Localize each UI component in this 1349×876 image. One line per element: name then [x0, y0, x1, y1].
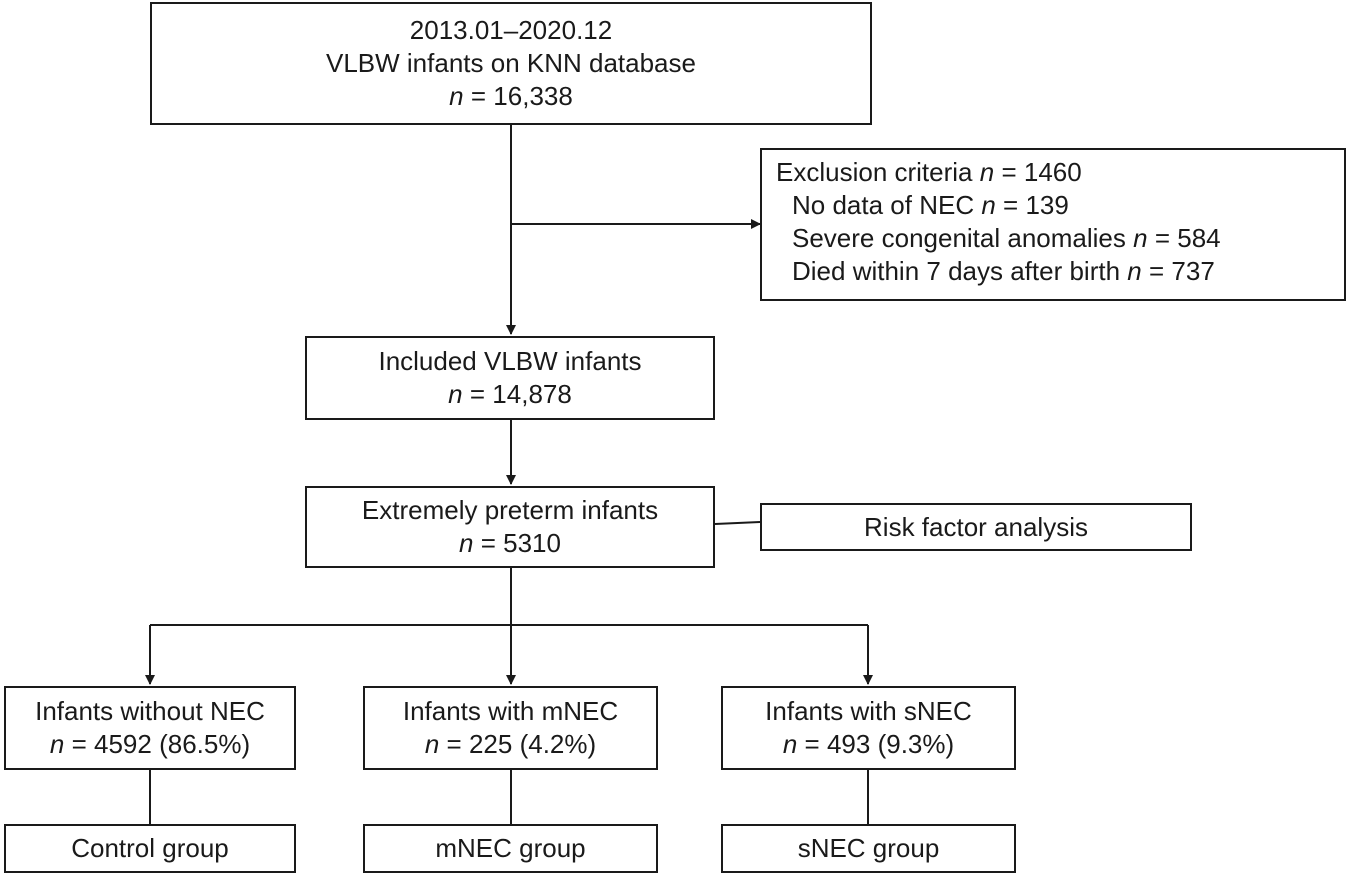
without-nec-box: Infants without NEC n = 4592 (86.5%) [4, 686, 296, 770]
group-count: n = 4592 (86.5%) [49, 729, 251, 759]
exclusion-box: Exclusion criteria n = 1460 No data of N… [760, 148, 1346, 301]
exclusion-item: No data of NEC n = 139 [792, 190, 1069, 220]
source-box: 2013.01–2020.12 VLBW infants on KNN data… [150, 2, 872, 125]
exclusion-item: Severe congenital anomalies n = 584 [792, 223, 1221, 253]
included-label: Included VLBW infants [378, 346, 642, 376]
final-group-label: mNEC group [435, 833, 586, 863]
preterm-count: n = 5310 [459, 528, 561, 558]
control-group-box: Control group [4, 824, 296, 873]
risk-factor-label: Risk factor analysis [864, 511, 1088, 542]
snec-group-box: sNEC group [721, 824, 1016, 873]
date-range: 2013.01–2020.12 [409, 15, 613, 45]
mnec-group-box: mNEC group [363, 824, 658, 873]
group-label: Infants with sNEC [765, 696, 972, 726]
group-label: Infants without NEC [35, 696, 265, 726]
risk-factor-box: Risk factor analysis [760, 503, 1192, 551]
mnec-box: Infants with mNEC n = 225 (4.2%) [363, 686, 658, 770]
exclusion-item: Died within 7 days after birth n = 737 [792, 256, 1215, 286]
final-group-label: sNEC group [797, 833, 940, 863]
link-preterm-to-risk [714, 521, 761, 525]
group-label: Infants with mNEC [402, 696, 619, 726]
group-count: n = 225 (4.2%) [424, 729, 597, 759]
snec-box: Infants with sNEC n = 493 (9.3%) [721, 686, 1016, 770]
extremely-preterm-box: Extremely preterm infants n = 5310 [305, 486, 715, 568]
exclusion-title: Exclusion criteria n = 1460 [776, 157, 1082, 187]
final-group-label: Control group [71, 833, 229, 863]
included-count: n = 14,878 [448, 379, 572, 409]
group-count: n = 493 (9.3%) [782, 729, 955, 759]
preterm-label: Extremely preterm infants [361, 495, 659, 525]
included-box: Included VLBW infants n = 14,878 [305, 336, 715, 420]
source-label: VLBW infants on KNN database [326, 48, 696, 78]
source-count: n = 16,338 [449, 81, 573, 111]
